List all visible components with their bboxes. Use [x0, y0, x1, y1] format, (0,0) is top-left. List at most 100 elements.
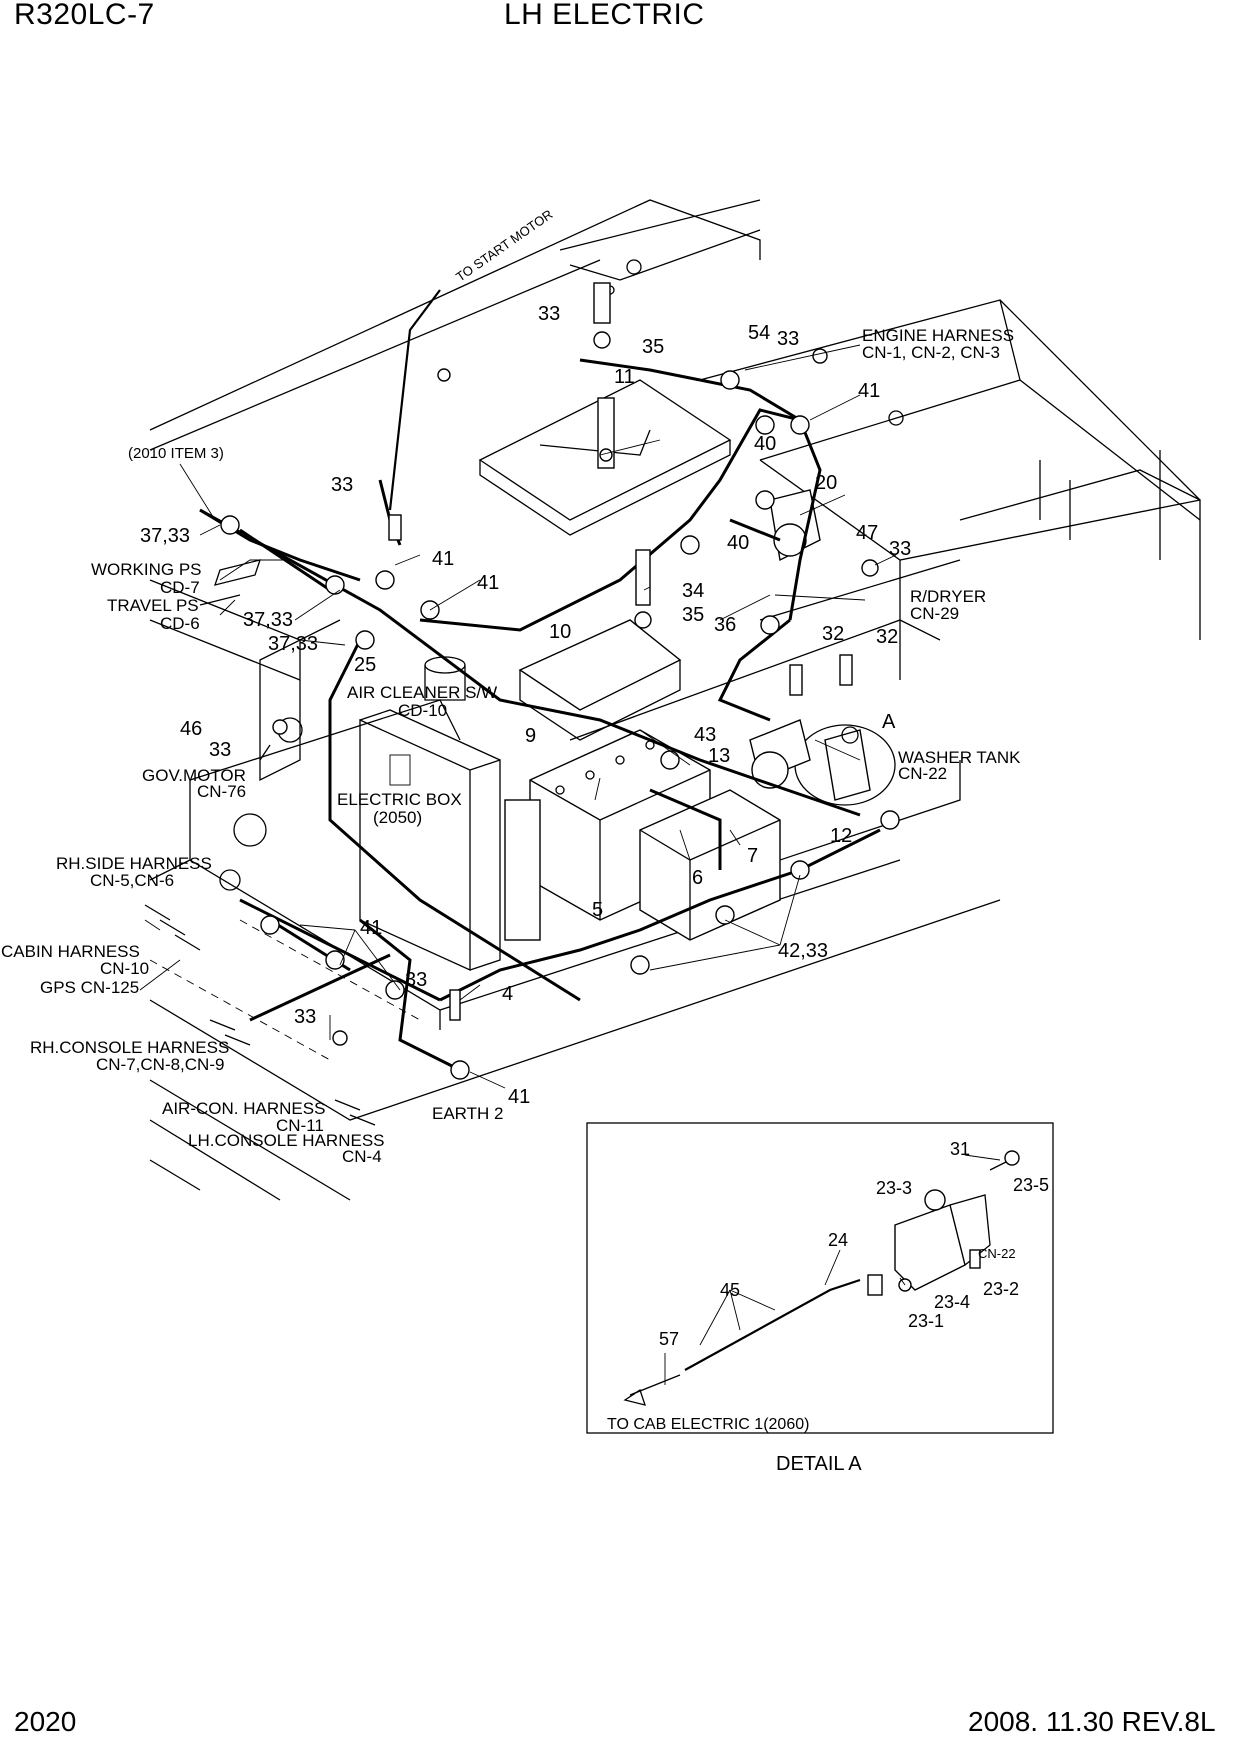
label-air-cleaner: AIR CLEANER S/W	[347, 683, 497, 702]
label-detail-a: DETAIL A	[776, 1453, 862, 1475]
callout-41: 41	[508, 1086, 530, 1108]
callout-33: 33	[405, 969, 427, 991]
label-rh-side-harness: RH.SIDE HARNESS	[56, 854, 212, 873]
callout-41: 41	[858, 380, 880, 402]
label-cabin-harness: CABIN HARNESS	[1, 942, 140, 961]
label-rh-side-cn: CN-5,CN-6	[90, 871, 174, 890]
callout-37-33: 37,33	[243, 609, 293, 631]
label-earth: EARTH 2	[432, 1104, 504, 1123]
callout-4: 4	[502, 983, 513, 1005]
callout-6: 6	[692, 867, 703, 889]
label-lh-console-harness: LH.CONSOLE HARNESS	[188, 1131, 385, 1150]
label-gov-motor: GOV.MOTOR	[142, 766, 246, 785]
callout-40: 40	[727, 532, 749, 554]
callout-35: 35	[682, 604, 704, 626]
callout-12: 12	[830, 825, 852, 847]
detail-callout-23-5: 23-5	[1013, 1175, 1049, 1195]
callout-47: 47	[856, 522, 878, 544]
page-number: 2020	[14, 1706, 77, 1737]
callout-33: 33	[294, 1006, 316, 1028]
detail-callout-23-3: 23-3	[876, 1178, 912, 1198]
callout-40: 40	[754, 433, 776, 455]
batteries	[504, 729, 781, 941]
detail-callout-57: 57	[659, 1329, 679, 1349]
detail-callout-31: 31	[950, 1139, 970, 1159]
label-r-dryer: R/DRYER	[910, 587, 986, 606]
connectors	[144, 559, 376, 1126]
callout-7: 7	[747, 845, 758, 867]
part-callouts: 33 35 11 54 33 41 40 20 33 41 41 40 47 3…	[140, 303, 1049, 1349]
callout-33: 33	[889, 538, 911, 560]
label-washer-tank-cn: CN-22	[898, 764, 947, 783]
label-working-ps: WORKING PS	[91, 560, 202, 579]
callout-37-33: 37,33	[140, 525, 190, 547]
callout-43: 43	[694, 724, 716, 746]
label-lh-console-cn: CN-4	[342, 1147, 382, 1166]
label-air-cleaner-cn: CD-10	[398, 701, 447, 720]
callout-33: 33	[331, 474, 353, 496]
callout-42-33: 42,33	[778, 940, 828, 962]
callout-13: 13	[708, 745, 730, 767]
callout-54: 54	[748, 322, 770, 344]
callout-41: 41	[432, 548, 454, 570]
battery-tray	[478, 379, 732, 536]
label-rh-console-cn: CN-7,CN-8,CN-9	[96, 1055, 224, 1074]
detail-callout-23-4: 23-4	[934, 1292, 970, 1312]
label-washer-tank: WASHER TANK	[898, 748, 1021, 767]
callout-11: 11	[614, 366, 635, 388]
label-engine-harness: ENGINE HARNESS	[862, 326, 1014, 345]
callout-41: 41	[477, 572, 499, 594]
label-travel-ps-cn: CD-6	[160, 614, 200, 633]
label-electric-box-ref: (2050)	[373, 808, 422, 827]
detail-callout-23-1: 23-1	[908, 1311, 944, 1331]
horn-and-relay	[749, 489, 821, 789]
model-number: R320LC-7	[14, 0, 155, 31]
label-electric-box: ELECTRIC BOX	[337, 790, 462, 809]
battery-cover	[518, 619, 682, 741]
label-cabin-cn: CN-10	[100, 959, 149, 978]
callout-9: 9	[525, 725, 536, 747]
callout-37-33: 37,33	[268, 633, 318, 655]
detail-callout-24: 24	[828, 1230, 848, 1250]
washer-tank	[794, 724, 896, 806]
harness-clamps	[220, 370, 900, 1080]
callout-41: 41	[360, 917, 382, 939]
label-to-start-motor: TO START MOTOR	[453, 207, 555, 285]
detail-a-panel	[586, 1122, 1054, 1434]
label-air-con-cn: CN-11	[276, 1116, 324, 1135]
label-travel-ps: TRAVEL PS	[107, 596, 199, 615]
callout-a: A	[882, 711, 896, 733]
revision-date: 2008. 11.30 REV.8L	[968, 1706, 1216, 1737]
page-title: LH ELECTRIC	[504, 0, 705, 31]
callout-46: 46	[180, 718, 202, 740]
callout-5: 5	[592, 899, 603, 921]
label-detail-cn22: CN-22	[978, 1246, 1016, 1261]
label-working-ps-cn: CD-7	[160, 578, 200, 597]
label-rh-console-harness: RH.CONSOLE HARNESS	[30, 1038, 229, 1057]
callout-32: 32	[822, 623, 844, 645]
electric-box	[359, 709, 501, 972]
callout-35: 35	[642, 336, 664, 358]
detail-callout-23-2: 23-2	[983, 1279, 1019, 1299]
callout-36: 36	[714, 614, 736, 636]
label-to-cab-electric: TO CAB ELECTRIC 1(2060)	[607, 1416, 809, 1433]
detail-callout-45: 45	[720, 1280, 740, 1300]
callout-20: 20	[815, 472, 837, 494]
label-engine-harness-cn: CN-1, CN-2, CN-3	[862, 343, 1000, 362]
label-r-dryer-cn: CN-29	[910, 604, 959, 623]
bolts	[272, 282, 879, 1046]
label-gov-motor-cn: CN-76	[197, 782, 246, 801]
callout-10: 10	[549, 621, 571, 643]
callout-33: 33	[777, 328, 799, 350]
leader-lines	[139, 344, 897, 1089]
label-2010-item3: (2010 ITEM 3)	[128, 445, 224, 462]
callout-25: 25	[354, 654, 376, 676]
callout-33: 33	[209, 739, 231, 761]
label-gps: GPS CN-125	[40, 978, 139, 997]
label-air-con-harness: AIR-CON. HARNESS	[162, 1099, 325, 1118]
callout-34: 34	[682, 580, 704, 602]
callout-32: 32	[876, 626, 898, 648]
callout-33: 33	[538, 303, 560, 325]
chassis-frame	[149, 199, 1201, 1201]
